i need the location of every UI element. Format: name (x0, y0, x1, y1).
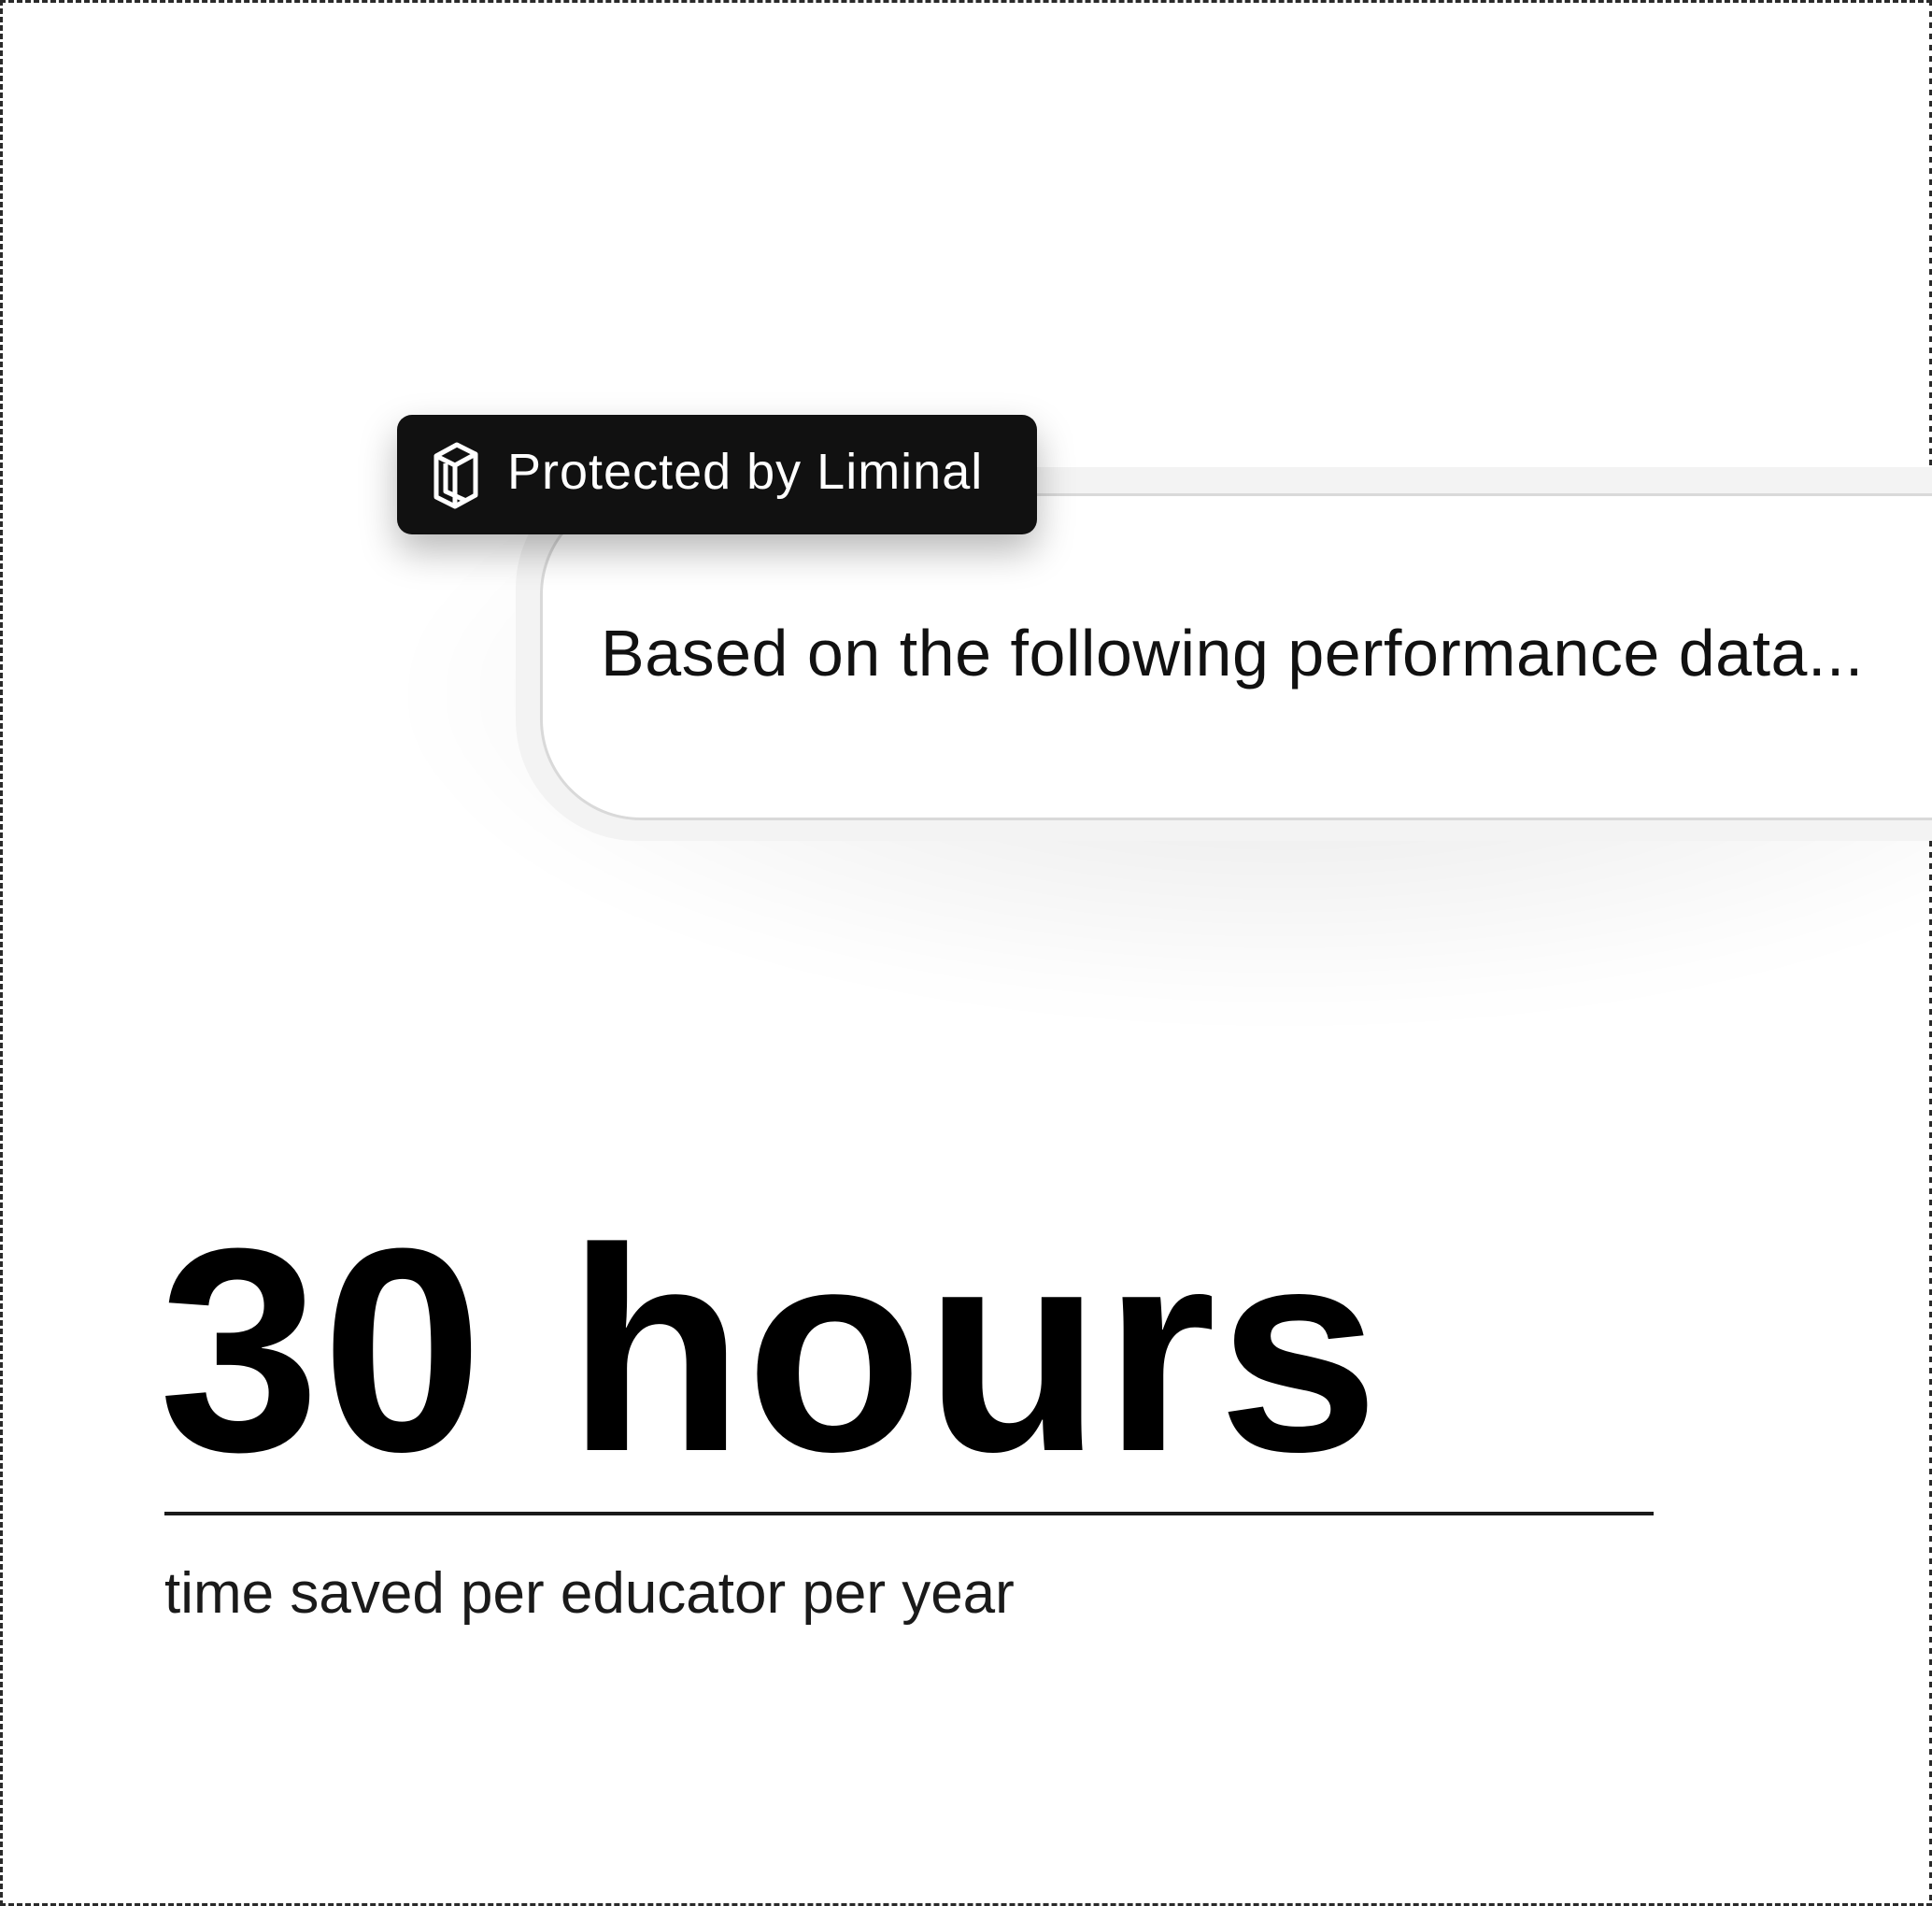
stat-caption: time saved per educator per year (164, 1561, 1015, 1626)
prompt-text: Based on the following performance data.… (601, 617, 1864, 690)
prompt-card[interactable]: Based on the following performance data.… (540, 493, 1932, 820)
badge-label: Protected by Liminal (507, 444, 984, 500)
dashed-frame-right (1929, 0, 1932, 1906)
shield-logo-icon (431, 439, 481, 510)
stat-value: 30 hours (159, 1188, 1382, 1512)
stat-divider (164, 1512, 1654, 1515)
protected-badge: Protected by Liminal (397, 415, 1037, 534)
